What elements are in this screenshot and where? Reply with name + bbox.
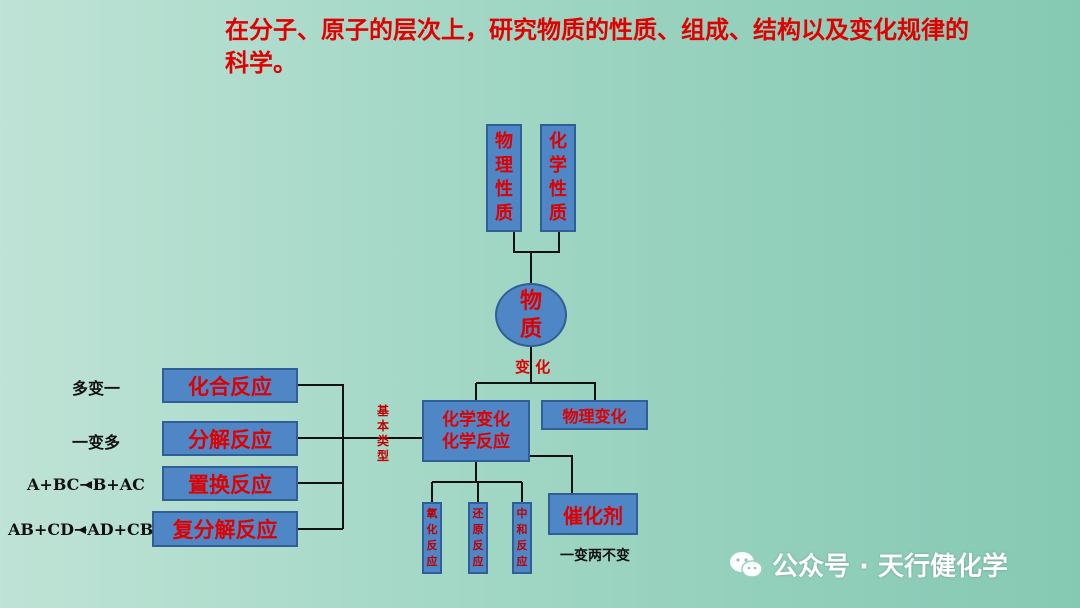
double-decomposition-formula: AB+CD→AD+CB xyxy=(8,520,154,539)
combination-reaction-box: 化合反应 xyxy=(162,368,298,403)
catalyst-box: 催化剂 xyxy=(548,493,638,535)
displacement-formula: A+BC→B+AC xyxy=(27,475,145,494)
chemical-property-box: 化 学 性 质 xyxy=(540,124,576,232)
displacement-reaction-box: 置换反应 xyxy=(162,466,298,501)
decomposition-formula: 一变多 xyxy=(72,433,121,452)
watermark-text: 公众号 · 天行健化学 xyxy=(772,552,1008,582)
page-title: 在分子、原子的层次上，研究物质的性质、组成、结构以及变化规律的科学。 xyxy=(225,16,969,77)
catalyst-note: 一变两不变 xyxy=(560,548,630,564)
neutralization-reaction-box: 中和 反应 xyxy=(512,502,532,574)
wechat-icon xyxy=(730,551,763,578)
basic-types-label: 基 本 类 型 xyxy=(377,404,390,463)
combination-formula: 多变一 xyxy=(72,379,121,398)
decomposition-reaction-box: 分解反应 xyxy=(162,421,298,456)
chemical-change-box: 化学变化 化学反应 xyxy=(422,400,530,462)
physical-property-box: 物 理 性 质 xyxy=(486,124,522,232)
watermark: 公众号 · 天行健化学 xyxy=(728,546,1008,583)
oxidation-reaction-box: 氧化 反应 xyxy=(422,502,442,574)
reduction-reaction-box: 还原 反应 xyxy=(468,502,488,574)
change-label: 变 化 xyxy=(515,358,551,376)
double-decomposition-reaction-box: 复分解反应 xyxy=(152,511,298,547)
physical-change-box: 物理变化 xyxy=(541,400,648,430)
matter-node: 物 质 xyxy=(495,283,567,347)
